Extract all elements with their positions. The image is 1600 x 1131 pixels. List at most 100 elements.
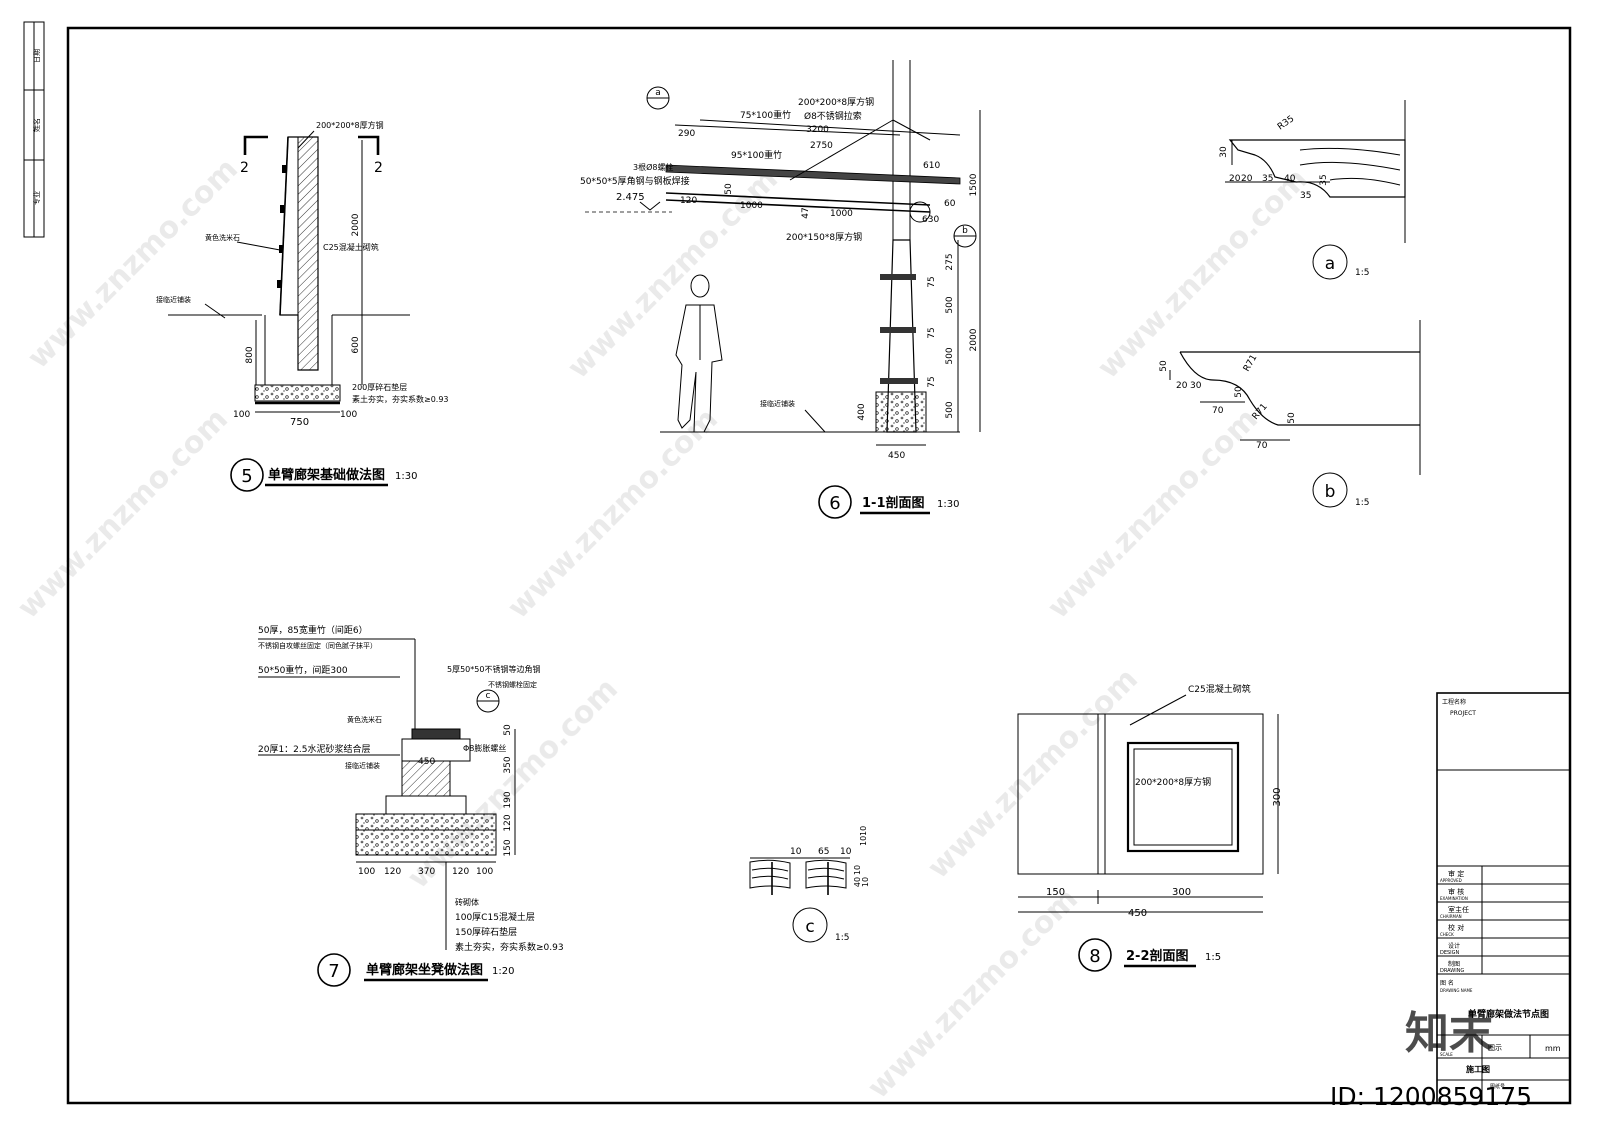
d6-label-steel-beam: 200*150*8厚方钢 <box>786 231 862 243</box>
dc-dim-40: 40 <box>853 877 862 887</box>
sheet-border <box>66 26 1572 1105</box>
d6-label-cable: Ø8不锈钢拉索 <box>804 110 862 122</box>
tb-project-label: 工程名称 <box>1442 698 1466 706</box>
dc-scale: 1:5 <box>835 933 849 943</box>
db-callout: b <box>1325 482 1336 502</box>
d5-dim-100-left: 100 <box>233 410 250 420</box>
d8-number: 8 <box>1089 946 1100 967</box>
d6-label-bamboo-95: 95*100重竹 <box>731 149 782 161</box>
tb-row-drawing: 制图 <box>1448 960 1460 968</box>
watermark-logo: 知末 <box>1405 1008 1493 1059</box>
tb-stage: 施工图 <box>1466 1064 1490 1074</box>
d6-title: 1-1剖面图 <box>862 495 925 511</box>
watermark-text: www.znzmo.com <box>11 402 235 626</box>
tb-row-check-en: CHECK <box>1440 932 1454 937</box>
tb-drawing-name: 单臂廊架做法节点图 <box>1468 1008 1549 1020</box>
d7-label-angle: 5厚50*50不锈钢等边角钢 <box>447 664 540 674</box>
d7-label-gravel: 黄色洗米石 <box>347 715 382 724</box>
side-label-name: 姓名 <box>32 118 41 132</box>
d6-dim-630: 630 <box>922 215 939 225</box>
d7-dim-120: 120 <box>503 814 513 831</box>
db-dim-50-c: 50 <box>1287 412 1297 424</box>
d6-number: 6 <box>829 493 840 514</box>
d6-scale: 1:30 <box>937 499 959 510</box>
detail-c: 10 65 10 10 10 10 40 10 c 1:5 <box>749 826 870 943</box>
d7-label-expansion: Φ8膨胀螺丝 <box>463 743 506 753</box>
tb-row-check: 校 对 <box>1448 923 1464 932</box>
d6-label-angle: 50*50*5厚角钢与钢板焊接 <box>580 175 690 187</box>
db-dim-50-b: 50 <box>1234 386 1244 398</box>
d5-dim-2000: 2000 <box>351 213 361 236</box>
tb-unit: mm <box>1545 1044 1561 1053</box>
d6-dim-47: 47 <box>801 207 811 218</box>
watermark-text: www.znzmo.com <box>561 162 785 386</box>
d7-label-soil: 素土夯实，夯实系数≥0.93 <box>455 941 564 953</box>
tb-row-chair-en: CHAIRMAN <box>1440 914 1462 919</box>
db-dim-30: 30 <box>1190 381 1202 391</box>
watermark-layer: www.znzmo.com www.znzmo.com www.znzmo.co… <box>11 152 1315 1106</box>
da-dim-35-a: 35 <box>1262 174 1273 184</box>
db-dim-70-a: 70 <box>1212 406 1224 416</box>
d7-label-brick: 砖砌体 <box>455 897 479 907</box>
detail-5-foundation: 2 2 200*200*8厚方钢 黄色洗米石 C25混凝土砌筑 接临近铺装 20… <box>156 120 449 492</box>
d7-callout-c: c <box>486 691 491 701</box>
detail-7-bench: c 50厚，85宽重竹（间距6） 不锈钢自攻螺丝固定（同色腻子抹平） 50*50… <box>258 624 564 987</box>
d5-label-soil: 素土夯实，夯实系数≥0.93 <box>352 394 449 404</box>
da-dim-20-a: 20 <box>1229 174 1241 184</box>
da-dim-r35: R35 <box>1276 114 1296 132</box>
dc-dim-10-c: 10 <box>859 836 868 846</box>
d5-label-steel: 200*200*8厚方钢 <box>316 120 384 130</box>
d6-dim-50: 50 <box>724 183 734 195</box>
side-label-discipline: 专业 <box>32 191 41 205</box>
d6-dim-1000-right: 1000 <box>830 209 853 219</box>
d7-dim-50: 50 <box>503 724 513 736</box>
d7-number: 7 <box>328 961 339 982</box>
d8-dim-450: 450 <box>1128 908 1147 919</box>
d6-label-bamboo-75: 75*100重竹 <box>740 109 791 121</box>
d7-label-bolt: 不锈钢螺栓固定 <box>488 680 537 689</box>
d7-dim-450: 450 <box>418 757 435 767</box>
da-dim-30: 30 <box>1219 146 1229 158</box>
d8-dim-150: 150 <box>1046 887 1065 898</box>
da-dim-40: 40 <box>1284 174 1296 184</box>
d6-dim-3200: 3200 <box>806 125 829 135</box>
watermark-id: ID: 1200859175 <box>1330 1082 1532 1111</box>
d7-dim-100-left: 100 <box>358 867 375 877</box>
d6-dim-1500: 1500 <box>969 173 979 196</box>
d7-dim-190: 190 <box>503 791 513 808</box>
detail-a: R35 30 20 20 35 40 35 35 a 1:5 <box>1219 100 1406 280</box>
tb-row-chair: 室主任 <box>1448 905 1469 914</box>
d6-dim-610: 610 <box>923 161 940 171</box>
tb-row-design: 设计 <box>1448 942 1460 950</box>
d5-scale: 1:30 <box>395 471 417 482</box>
d5-dim-750: 750 <box>290 417 309 428</box>
d6-label-bolts: 3根Ø8螺栓 <box>633 162 673 172</box>
d7-label-mortar: 20厚1：2.5水泥砂浆结合层 <box>258 743 371 755</box>
d6-label-paving: 接临近铺装 <box>760 399 795 408</box>
d5-label-gravel: 黄色洗米石 <box>205 233 240 242</box>
d6-dim-275: 275 <box>945 253 955 270</box>
side-label-date: 日期 <box>33 49 41 63</box>
da-dim-20-b: 20 <box>1241 174 1253 184</box>
dc-dim-65: 65 <box>818 847 829 857</box>
watermark-text: www.znzmo.com <box>21 152 245 376</box>
d5-dim-100-right: 100 <box>340 410 357 420</box>
d6-dim-500-a: 500 <box>945 296 955 313</box>
dc-callout: c <box>805 917 814 937</box>
d6-dim-1000-left: 1000 <box>740 201 763 211</box>
d6-dim-450: 450 <box>888 451 905 461</box>
d6-dim-290: 290 <box>678 129 695 139</box>
d8-label-concrete: C25混凝土砌筑 <box>1188 683 1251 695</box>
da-dim-35-c: 35 <box>1319 174 1329 185</box>
tb-drawing-en: DRAWING NAME <box>1440 988 1473 993</box>
d7-title: 单臂廊架坐凳做法图 <box>366 962 483 978</box>
d7-label-c15: 100厚C15混凝土层 <box>455 911 535 923</box>
d5-dim-600: 600 <box>351 336 361 353</box>
d8-label-steel: 200*200*8厚方钢 <box>1135 776 1211 788</box>
d6-dim-400: 400 <box>857 403 867 420</box>
d5-title: 单臂廊架基础做法图 <box>268 467 385 483</box>
d5-label-concrete: C25混凝土砌筑 <box>323 242 379 252</box>
d7-dim-150: 150 <box>503 839 513 856</box>
tb-row-exam: 审 核 <box>1448 887 1464 896</box>
